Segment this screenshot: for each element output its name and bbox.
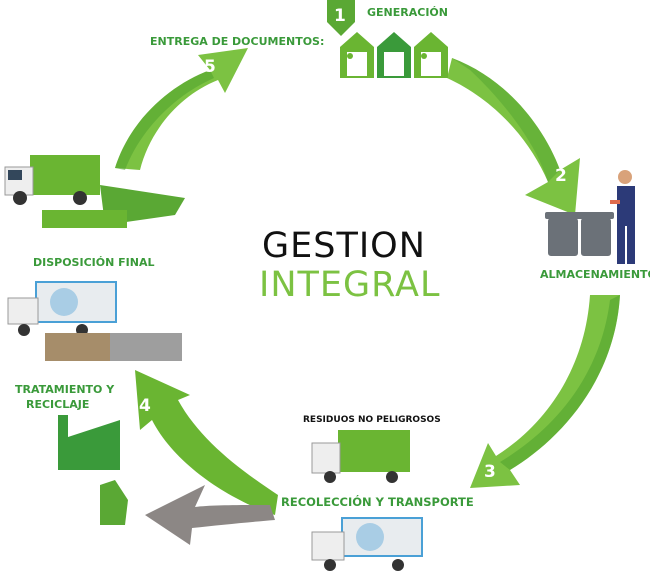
- garbage-truck-bottom-icon: [311, 430, 410, 483]
- step-2-number: 2: [555, 166, 567, 186]
- worker-icon: [610, 170, 635, 264]
- step-4-label-line1: TRATAMIENTO Y: [15, 383, 115, 396]
- step-3-label: RECOLECCIÓN Y TRANSPORTE: [281, 495, 474, 509]
- landfill-icon: [42, 185, 185, 228]
- arrow-step-5: [115, 48, 248, 170]
- garbage-truck-icon: [4, 155, 100, 205]
- trash-bins-icon: [545, 212, 614, 256]
- gray-return-arrow: [145, 485, 275, 545]
- arrow-step-2: [447, 58, 580, 215]
- step-2-label: ALMACENAMIENTO: [540, 268, 650, 281]
- box-truck-icon: [7, 281, 117, 336]
- step-4-number: 4: [139, 396, 151, 416]
- step-3-sublabel: RESIDUOS NO PELIGROSOS: [303, 415, 441, 425]
- soil-layer: [45, 333, 110, 361]
- step-5-number: 5: [204, 57, 216, 77]
- step-4-label-line2: RECICLAJE: [26, 398, 90, 411]
- step-1-number: 1: [334, 6, 346, 26]
- arrow-step-3: [470, 295, 620, 488]
- title-line2: INTEGRAL: [259, 265, 441, 305]
- step-1-label: GENERACIÓN: [367, 6, 448, 19]
- recycle-bag-icon: [100, 480, 128, 525]
- box-truck-bottom-icon: [311, 517, 423, 571]
- final-disposal-label: DISPOSICIÓN FINAL: [33, 256, 155, 269]
- step-1-tag: [327, 0, 355, 36]
- houses-icon: [340, 32, 448, 78]
- step-3-number: 3: [484, 462, 496, 482]
- step-5-label: ENTREGA DE DOCUMENTOS:: [150, 35, 325, 48]
- title-line1: GESTION: [262, 226, 426, 266]
- arrow-step-4: [135, 370, 278, 515]
- road-layer: [110, 333, 182, 361]
- factory-icon: [58, 415, 120, 470]
